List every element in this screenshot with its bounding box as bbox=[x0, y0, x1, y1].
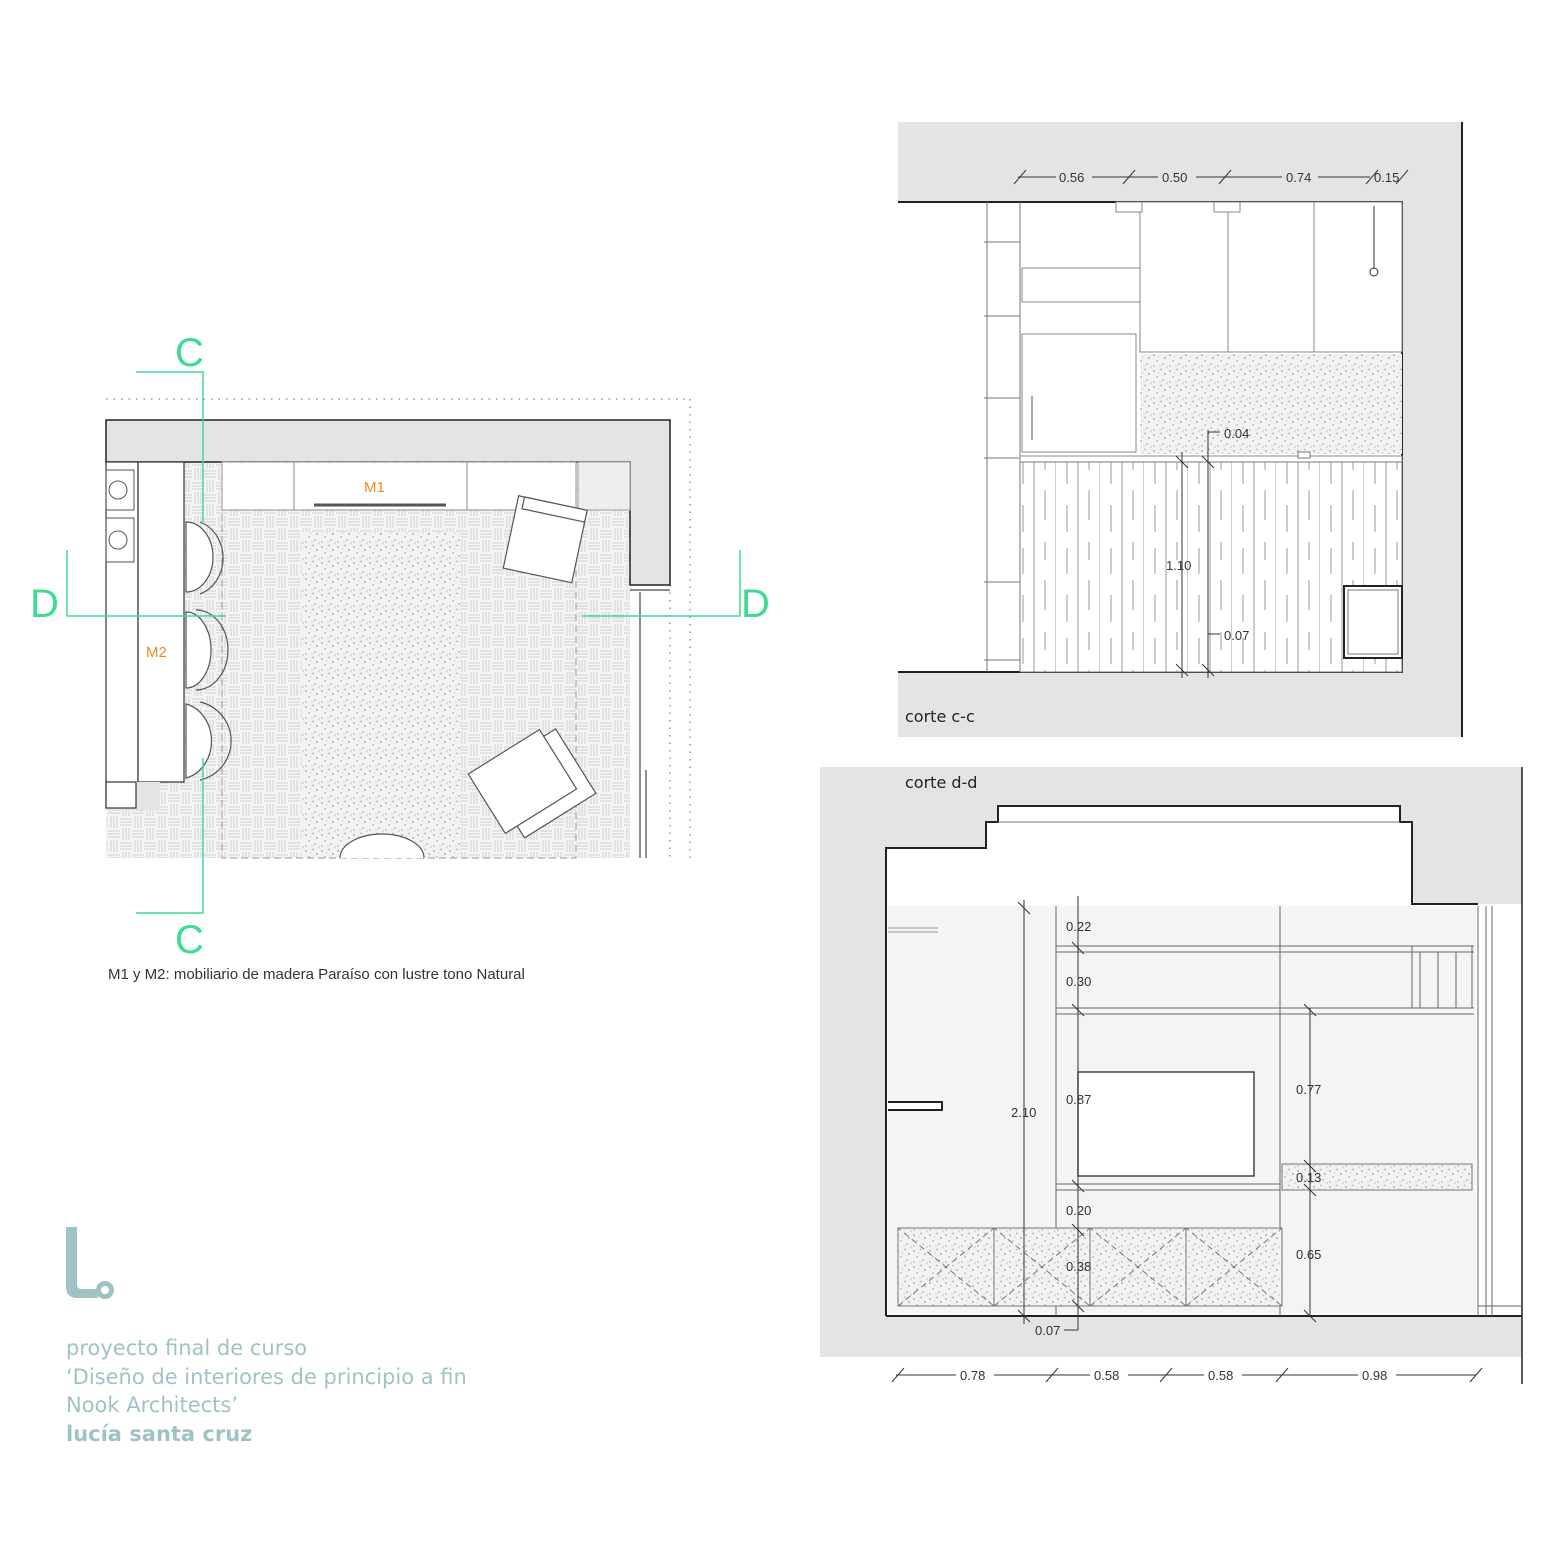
dim-cc-top-4: 0.15 bbox=[1374, 170, 1399, 185]
section-dd-bottom-dims bbox=[891, 1367, 1483, 1383]
dim-dd-bottom-3: 0.58 bbox=[1208, 1368, 1233, 1383]
low-cabinets bbox=[897, 1227, 1283, 1307]
dim-dd-bottom-2: 0.58 bbox=[1094, 1368, 1119, 1383]
section-dd-walls bbox=[820, 767, 1522, 1357]
tv bbox=[1077, 1071, 1255, 1177]
section-d-right-label: D bbox=[741, 582, 770, 626]
upper-cabinets bbox=[1021, 201, 1403, 453]
furniture-m2 bbox=[105, 461, 185, 810]
dim-cc-top-2: 0.50 bbox=[1162, 170, 1187, 185]
dim-cc-plinth: 0.07 bbox=[1224, 628, 1249, 643]
section-dd: 2.10 0.22 0.30 0.87 0.20 0.38 0.07 0.77 … bbox=[820, 767, 1523, 1384]
dim-cc-top-1: 0.56 bbox=[1059, 170, 1084, 185]
dim-dd-4: 0.20 bbox=[1066, 1203, 1091, 1218]
backsplash bbox=[1140, 354, 1402, 454]
dim-cc-top-3: 0.74 bbox=[1286, 170, 1311, 185]
armchairs bbox=[467, 495, 597, 839]
dim-dd-bottom-1: 0.78 bbox=[960, 1368, 985, 1383]
floor-plan: C C D D M1 M2 bbox=[30, 331, 770, 962]
furniture-m1-tag: M1 bbox=[364, 479, 385, 496]
section-cc: 0.56 0.50 0.74 0.15 0.04 1.10 0.07 corte… bbox=[898, 122, 1463, 737]
dim-dd-total-height: 2.10 bbox=[1011, 1105, 1036, 1120]
section-cc-vertical-dims bbox=[1175, 430, 1220, 678]
dim-dd-2: 0.30 bbox=[1066, 974, 1091, 989]
round-table bbox=[339, 833, 425, 859]
dim-dd-right-3: 0.65 bbox=[1296, 1247, 1321, 1262]
author-logo bbox=[66, 1227, 114, 1299]
dim-cc-backsplash: 0.04 bbox=[1224, 426, 1249, 441]
dim-dd-right-2: 0.13 bbox=[1296, 1170, 1321, 1185]
dim-dd-right-1: 0.77 bbox=[1296, 1082, 1321, 1097]
section-cc-top-dims bbox=[1013, 169, 1409, 185]
credits-line-1: proyecto final de curso bbox=[66, 1336, 308, 1360]
dim-cc-height: 1.10 bbox=[1166, 558, 1191, 573]
dim-dd-3: 0.87 bbox=[1066, 1092, 1091, 1107]
rug bbox=[302, 532, 460, 858]
shelving-unit bbox=[1055, 906, 1474, 1316]
credits-line-3: Nook Architects’ bbox=[66, 1393, 239, 1417]
section-cc-walls bbox=[898, 122, 1462, 737]
credits-line-2: ‘Diseño de interiores de principio a fin bbox=[66, 1364, 467, 1389]
furniture-m2-tag: M2 bbox=[146, 644, 167, 661]
section-d-left-label: D bbox=[30, 582, 59, 626]
credits-author: lucía santa cruz bbox=[66, 1421, 253, 1446]
dim-dd-1: 0.22 bbox=[1066, 919, 1091, 934]
section-c-top-label: C bbox=[175, 331, 204, 375]
dim-dd-6: 0.07 bbox=[1035, 1323, 1060, 1338]
floating-shelf bbox=[1281, 1163, 1473, 1191]
section-c-bottom-label: C bbox=[175, 918, 204, 962]
section-dd-title: corte d-d bbox=[905, 773, 977, 792]
section-dd-vertical-dims bbox=[1017, 896, 1317, 1331]
dim-dd-bottom-4: 0.98 bbox=[1362, 1368, 1387, 1383]
dim-dd-5: 0.38 bbox=[1066, 1259, 1091, 1274]
project-credits: proyecto final de curso ‘Diseño de inter… bbox=[66, 1334, 467, 1448]
section-lines bbox=[66, 371, 741, 914]
lower-cabinet bbox=[1019, 461, 1403, 673]
stools bbox=[185, 521, 232, 781]
materials-caption: M1 y M2: mobiliario de madera Paraíso co… bbox=[108, 966, 525, 983]
section-cc-title: corte c-c bbox=[905, 707, 975, 726]
